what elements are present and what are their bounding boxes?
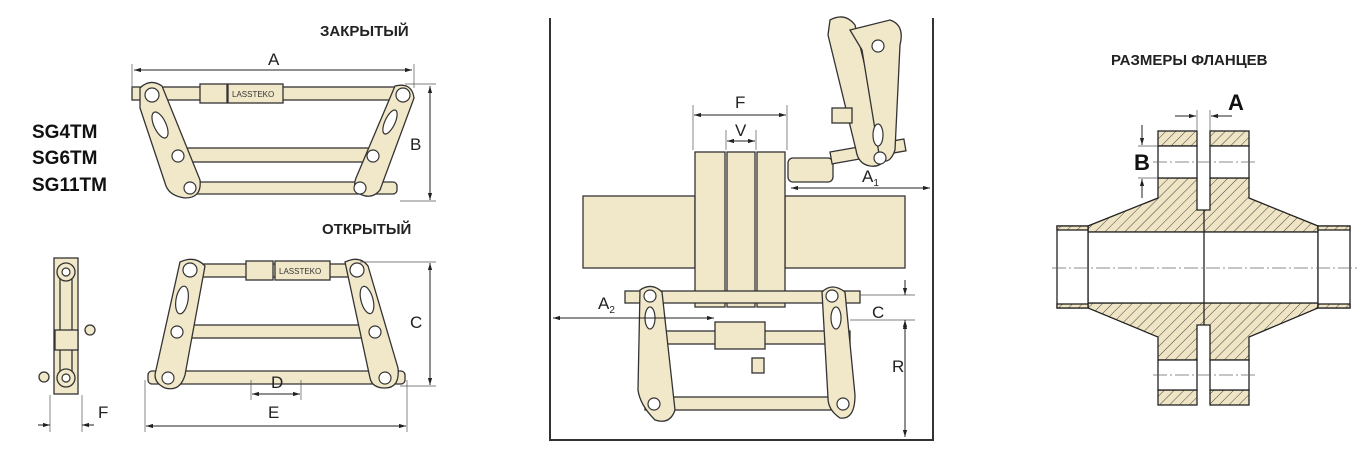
flange-dim-a-label: A — [1228, 90, 1244, 115]
flange-dimensions-title: РАЗМЕРЫ ФЛАНЦЕВ — [1111, 52, 1268, 69]
left-panel: ЗАКРЫТЫЙ ОТКРЫТЫЙ SG4TM SG6TM SG11TM LAS… — [32, 22, 436, 432]
flange-section-drawing — [1052, 130, 1358, 406]
dim-f-label: F — [735, 93, 745, 112]
lower-clamp — [624, 285, 861, 422]
open-clamp-drawing: LASSTEKO — [147, 258, 406, 390]
model-label: SG11TM — [32, 175, 107, 196]
brand-logo: LASSTEKO — [232, 90, 274, 99]
closed-clamp-drawing: LASSTEKO — [131, 81, 415, 199]
side-view-drawing — [38, 257, 96, 395]
dim-a2-label: A2 — [598, 294, 615, 316]
dim-c-label: C — [872, 303, 884, 322]
open-state-label: ОТКРЫТЫЙ — [322, 220, 411, 238]
raised-clamp-arm — [787, 16, 907, 183]
trench-outline — [549, 18, 934, 441]
dim-c-label: C — [410, 313, 422, 332]
brand-logo: LASSTEKO — [279, 267, 321, 276]
dim-b-label: B — [410, 135, 421, 154]
closed-state-label: ЗАКРЫТЫЙ — [320, 22, 409, 40]
right-panel: РАЗМЕРЫ ФЛАНЦЕВ A — [1052, 52, 1358, 406]
flange-dim-b-label: B — [1134, 150, 1150, 175]
dim-a-label: A — [268, 50, 280, 69]
dim-d-label: D — [271, 373, 283, 392]
pipe-with-flanges — [582, 151, 906, 308]
dim-f-label: F — [98, 403, 108, 422]
model-label: SG6TM — [32, 148, 97, 169]
dim-e-label: E — [268, 403, 279, 422]
dim-a1-label: A1 — [862, 167, 879, 189]
middle-panel: F V A1 A2 C R — [549, 16, 934, 441]
model-label: SG4TM — [32, 122, 97, 143]
dim-v-label: V — [735, 121, 747, 140]
dim-r-label: R — [892, 357, 904, 376]
